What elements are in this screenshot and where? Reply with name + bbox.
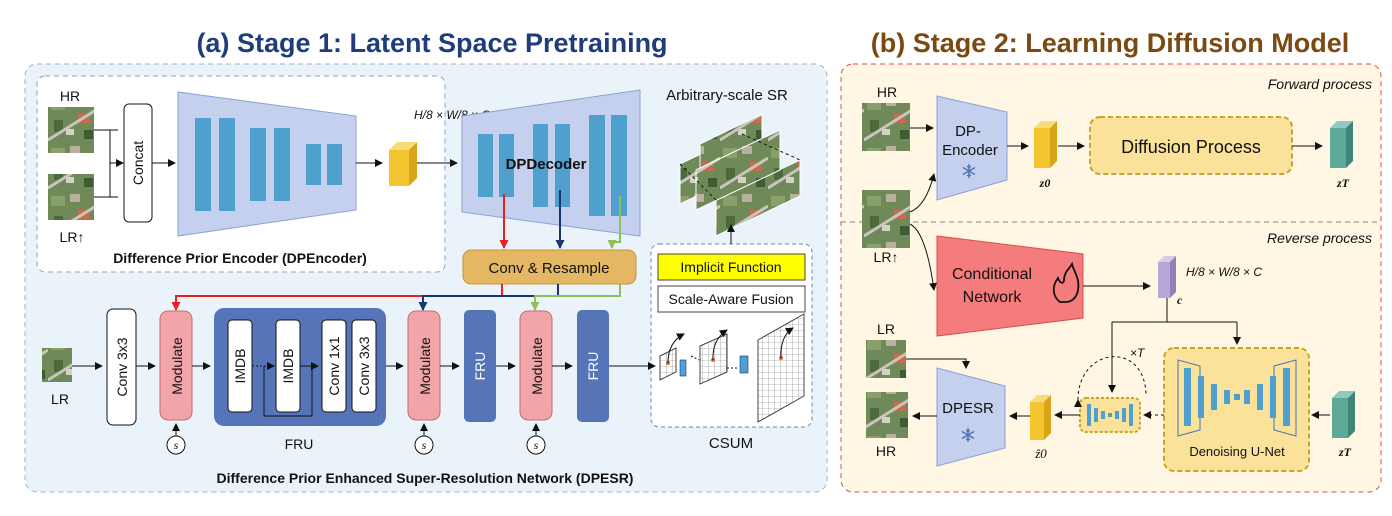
lr-image (42, 348, 72, 382)
dpesr-caption: Difference Prior Enhanced Super-Resoluti… (217, 470, 634, 486)
stage2-lr-label: LR (877, 321, 895, 337)
conv1x1-block (321, 319, 347, 413)
arbitrary-scale-images (679, 113, 801, 237)
hr-label: HR (60, 88, 80, 104)
conv3x3-inner-label: Conv 3x3 (356, 336, 372, 395)
conditional-line2: Network (963, 289, 1023, 306)
conv-resample-block (462, 249, 637, 285)
concat-label: Concat (130, 141, 146, 185)
z0-hat-label: ẑ0 (1034, 446, 1047, 461)
flame-icon (1052, 261, 1080, 303)
stage2-latent-size-label: H/8 × W/8 × C (1186, 265, 1262, 279)
conditional-network (936, 235, 1084, 337)
dpdecoder-label: DPDecoder (506, 156, 587, 173)
s-label-1: s (174, 438, 179, 452)
fru-block-3 (577, 310, 609, 422)
conv-resample-label: Conv & Resample (489, 260, 610, 277)
dp-encoder-stage2 (936, 95, 1008, 201)
conv3x3-label: Conv 3x3 (114, 337, 130, 396)
stage2-hr-out-image (866, 392, 908, 438)
scale-aware-fusion-block (657, 285, 806, 313)
lr-up-image (48, 174, 94, 220)
fru-caption: FRU (285, 436, 314, 452)
lr-up-label: LR↑ (60, 229, 85, 245)
stage2-lr-up-label: LR↑ (874, 249, 899, 265)
s-label-3: s (534, 438, 539, 452)
s-label-2: s (422, 438, 427, 452)
c-label: c (1177, 293, 1183, 307)
z0-cube (1034, 121, 1057, 168)
diffusion-process-label: Diffusion Process (1121, 137, 1261, 157)
times-t-label: ×T (1130, 346, 1146, 360)
fru-label-3: FRU (585, 352, 601, 381)
z0-label: z0 (1039, 176, 1051, 190)
conditional-line1: Conditional (952, 266, 1032, 283)
implicit-function-block (657, 253, 806, 281)
stage2-lr-image (866, 340, 906, 378)
denoising-unet-label: Denoising U-Net (1189, 444, 1285, 459)
scale-aware-fusion-label: Scale-Aware Fusion (668, 291, 793, 307)
fru-block-2 (464, 310, 496, 422)
zt-cube-reverse (1332, 391, 1355, 438)
conv1x1-label: Conv 1x1 (326, 336, 342, 395)
forward-process-label: Forward process (1268, 76, 1372, 92)
imdb-label-2: IMDB (280, 349, 296, 384)
zt-cube-forward (1330, 121, 1353, 168)
conv3x3-inner-block (351, 319, 377, 413)
dp-encoder-line2: Encoder (942, 142, 998, 159)
conv3x3-block (106, 308, 137, 426)
dpesr-stage2 (936, 367, 1006, 467)
implicit-function-label: Implicit Function (680, 259, 781, 275)
stage2-hr-image (862, 103, 910, 151)
csum-grids (659, 313, 805, 423)
zt-label-2: zT (1338, 445, 1352, 459)
dpesr-label: DPESR (942, 400, 994, 417)
stage2-hr-label: HR (877, 84, 897, 100)
lr-label: LR (51, 391, 69, 407)
modulate-label-3: Modulate (529, 337, 545, 395)
modulate-label-1: Modulate (169, 337, 185, 395)
reverse-process-label: Reverse process (1267, 230, 1372, 246)
z0-hat-cube (1030, 395, 1051, 440)
imdb-label-1: IMDB (232, 349, 248, 384)
fru-label-2: FRU (472, 352, 488, 381)
stage2-title: (b) Stage 2: Learning Diffusion Model (871, 28, 1350, 58)
arbitrary-scale-label: Arbitrary-scale SR (666, 87, 788, 104)
zt-label: zT (1336, 176, 1350, 190)
latent-cube-stage1 (389, 142, 417, 186)
stage2-hr-out-label: HR (876, 443, 896, 459)
hr-image (48, 107, 94, 153)
c-cube (1158, 256, 1176, 298)
dp-encoder-line1: DP- (955, 123, 981, 140)
modulate-label-2: Modulate (417, 337, 433, 395)
csum-label: CSUM (709, 435, 753, 452)
stage1-title: (a) Stage 1: Latent Space Pretraining (196, 28, 667, 58)
stage2-lr-up-image (862, 190, 910, 248)
dpencoder-caption: Difference Prior Encoder (DPEncoder) (113, 250, 367, 266)
